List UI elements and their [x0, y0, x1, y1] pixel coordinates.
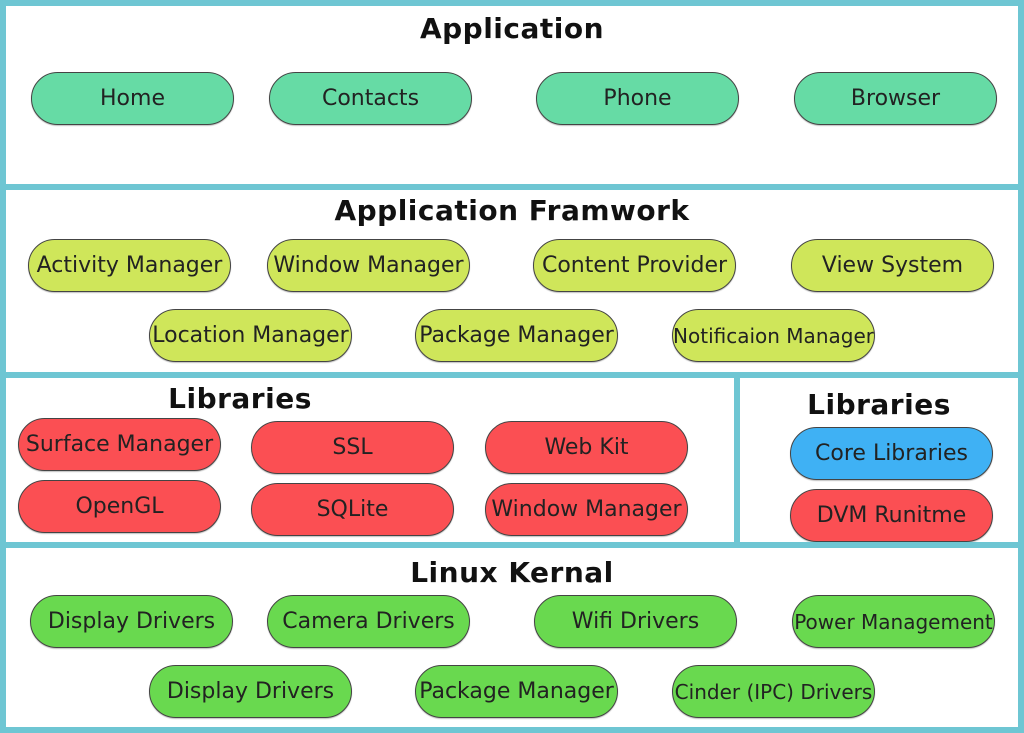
kernel-title: Linux Kernal [410, 556, 614, 589]
application-title: Application [419, 12, 605, 45]
app-browser: Browser [794, 72, 997, 125]
app-home: Home [31, 72, 234, 125]
runtime-layer: Libraries Core Libraries DVM Runitme [734, 372, 1024, 548]
runtime-core-libraries: Core Libraries [790, 427, 993, 480]
app-phone: Phone [536, 72, 739, 125]
framework-view-system: View System [791, 239, 994, 292]
app-contacts: Contacts [269, 72, 472, 125]
libraries-layer: Libraries Surface Manager SSL Web Kit Op… [0, 372, 740, 548]
kernel-display-drivers-2: Display Drivers [149, 665, 352, 718]
application-layer: Application Home Contacts Phone Browser [0, 0, 1024, 190]
kernel-power-management: Power Management [792, 595, 995, 648]
lib-ssl: SSL [251, 421, 454, 474]
lib-sqlite: SQLite [251, 483, 454, 536]
kernel-package-manager: Package Manager [415, 665, 618, 718]
framework-content-provider: Content Provider [533, 239, 736, 292]
kernel-camera-drivers: Camera Drivers [267, 595, 470, 648]
framework-window-manager: Window Manager [267, 239, 470, 292]
kernel-display-drivers-1: Display Drivers [30, 595, 233, 648]
framework-notification-manager: Notificaion Manager [672, 309, 875, 362]
lib-window-manager: Window Manager [485, 483, 688, 536]
framework-package-manager: Package Manager [415, 309, 618, 362]
kernel-wifi-drivers: Wifi Drivers [534, 595, 737, 648]
lib-opengl: OpenGL [18, 480, 221, 533]
runtime-title: Libraries [807, 388, 951, 421]
runtime-dvm: DVM Runitme [790, 489, 993, 542]
kernel-binder-ipc-drivers: Cinder (IPC) Drivers [672, 665, 875, 718]
lib-web-kit: Web Kit [485, 421, 688, 474]
framework-title: Application Framwork [334, 194, 690, 227]
framework-location-manager: Location Manager [149, 309, 352, 362]
framework-layer: Application Framwork Activity Manager Wi… [0, 184, 1024, 378]
libraries-title: Libraries [168, 382, 312, 415]
lib-surface-manager: Surface Manager [18, 418, 221, 471]
framework-activity-manager: Activity Manager [28, 239, 231, 292]
kernel-layer: Linux Kernal Display Drivers Camera Driv… [0, 542, 1024, 733]
